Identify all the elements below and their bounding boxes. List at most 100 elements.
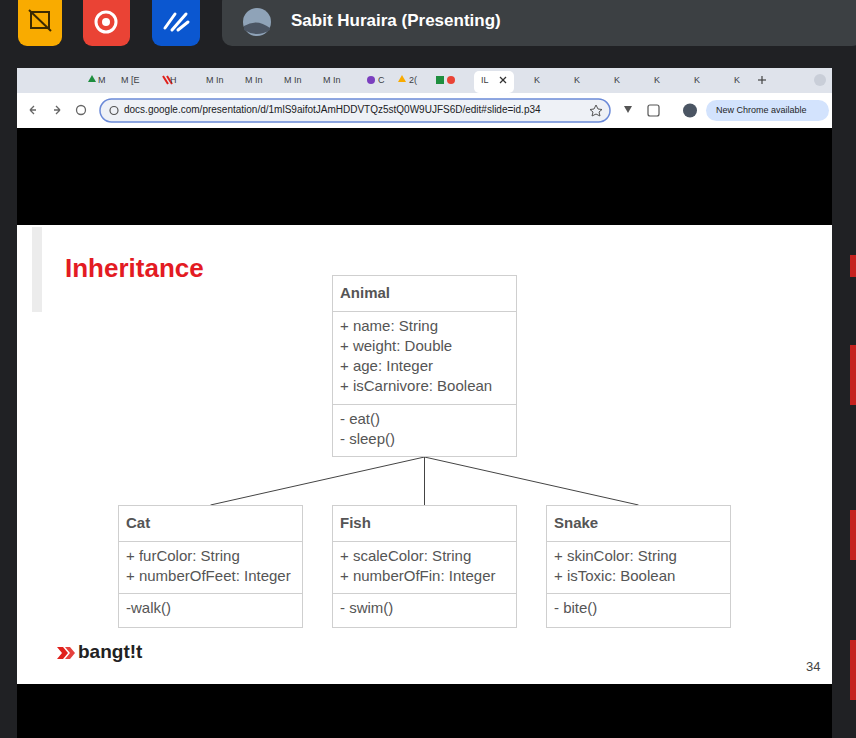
method-section: - swim(): [333, 593, 516, 627]
attribute-text: + name: String: [340, 316, 438, 336]
icon-glyph: [96, 12, 116, 32]
address-bar: [100, 99, 610, 122]
toolbar-button: [18, 0, 62, 46]
tab-favicon: [398, 75, 406, 82]
attribute-text: + numberOfFeet: Integer: [126, 566, 291, 586]
tab-title: K: [574, 75, 580, 86]
extension-icon: [648, 105, 659, 116]
inheritance-line: [424, 457, 425, 505]
star-icon: [590, 105, 602, 116]
new-tab-icon: [761, 76, 762, 84]
attribute-text: + age: Integer: [340, 356, 433, 376]
letterbox: [17, 128, 832, 225]
class-header: Cat: [119, 506, 302, 541]
side-thumbnail: [850, 255, 856, 277]
slide-title: Inheritance: [65, 253, 204, 284]
method-text: - swim(): [340, 598, 393, 618]
class-header: Animal: [333, 276, 516, 311]
icon-glyph: [102, 18, 110, 26]
reload-icon: [77, 106, 86, 115]
tab-title: M [E: [121, 75, 140, 86]
update-notice: New Chrome available: [716, 105, 807, 116]
side-thumbnail: [850, 640, 856, 700]
tab-title: K: [694, 75, 700, 86]
toolbar-button: [152, 0, 200, 46]
class-box: Fish + scaleColor: String+ numberOfFin: I…: [332, 505, 517, 628]
browser-window: [17, 68, 832, 684]
icon-glyph: [165, 14, 188, 30]
attribute-section: + scaleColor: String+ numberOfFin: Integ…: [333, 541, 516, 593]
method-text: -walk(): [126, 598, 171, 618]
extension-icon: [624, 106, 632, 113]
tab-title: K: [614, 75, 620, 86]
logo-text: bangt!t: [78, 641, 142, 664]
class-name: Snake: [554, 510, 598, 533]
class-header: Snake: [547, 506, 730, 541]
tab-strip: [17, 68, 832, 93]
tab-title: M In: [284, 75, 302, 86]
class-box: Snake + skinColor: String+ isToxic: Boole…: [546, 505, 731, 628]
toolbar-button: [83, 0, 130, 46]
logo-icon: [65, 647, 75, 659]
tab-title: K: [534, 75, 540, 86]
method-text: - eat(): [340, 409, 380, 429]
close-icon: [500, 77, 506, 83]
attribute-section: + skinColor: String+ isToxic: Boolean: [547, 541, 730, 593]
url-text: docs.google.com/presentation/d/1mlS9aifo…: [124, 104, 541, 116]
tab-title: M: [98, 75, 106, 86]
class-name: Fish: [340, 510, 371, 533]
side-thumbnail: [850, 345, 856, 405]
avatar: [243, 8, 271, 36]
tab-menu: [814, 74, 826, 86]
tab-favicon: [367, 76, 375, 84]
class-box: Animal + name: String+ weight: Double+ ag…: [332, 275, 517, 457]
method-section: - bite(): [547, 593, 730, 627]
method-text: - sleep(): [340, 429, 395, 449]
site-info-icon: [110, 107, 118, 115]
tab-favicon: [447, 76, 455, 84]
slide-accent-bar: [32, 227, 42, 312]
tab-title: K: [654, 75, 660, 86]
class-header: Fish: [333, 506, 516, 541]
update-pill: [706, 100, 829, 121]
inheritance-line: [425, 457, 639, 505]
attribute-text: + scaleColor: String: [340, 546, 471, 566]
class-name: Animal: [340, 280, 390, 303]
back-icon: [30, 106, 36, 114]
attribute-text: + isCarnivore: Boolean: [340, 376, 492, 396]
tab-title: H: [170, 75, 177, 86]
class-name: Cat: [126, 510, 150, 533]
attribute-text: + weight: Double: [340, 336, 452, 356]
tab-title: IL: [481, 75, 489, 86]
tab-title: K: [734, 75, 740, 86]
attribute-section: + name: String+ weight: Double+ age: Int…: [333, 311, 516, 404]
tab-favicon: [436, 76, 444, 84]
attribute-section: + furColor: String+ numberOfFeet: Intege…: [119, 541, 302, 593]
tab-title: 2(: [409, 75, 417, 86]
tab-title: M In: [206, 75, 224, 86]
presenter-pill: [222, 0, 856, 46]
tab-title: C: [378, 75, 385, 86]
forward-icon: [54, 106, 60, 114]
attribute-text: + furColor: String: [126, 546, 240, 566]
close-icon: [500, 77, 506, 83]
logo-icon: [57, 647, 68, 659]
letterbox: [17, 684, 832, 738]
attribute-text: + isToxic: Boolean: [554, 566, 675, 586]
slide-number: 34: [806, 659, 820, 675]
avatar: [244, 22, 270, 34]
inheritance-line: [211, 457, 425, 505]
attribute-text: + skinColor: String: [554, 546, 677, 566]
side-thumbnail: [850, 510, 856, 560]
class-box: Cat + furColor: String+ numberOfFeet: Int…: [118, 505, 303, 628]
presenter-name: Sabit Huraira (Presenting): [291, 11, 501, 31]
icon-glyph: [29, 10, 51, 31]
tab-title: M In: [323, 75, 341, 86]
profile-icon: [683, 104, 697, 118]
active-tab: [474, 71, 514, 93]
tab-title: M In: [245, 75, 263, 86]
tab-favicon: [88, 75, 96, 82]
